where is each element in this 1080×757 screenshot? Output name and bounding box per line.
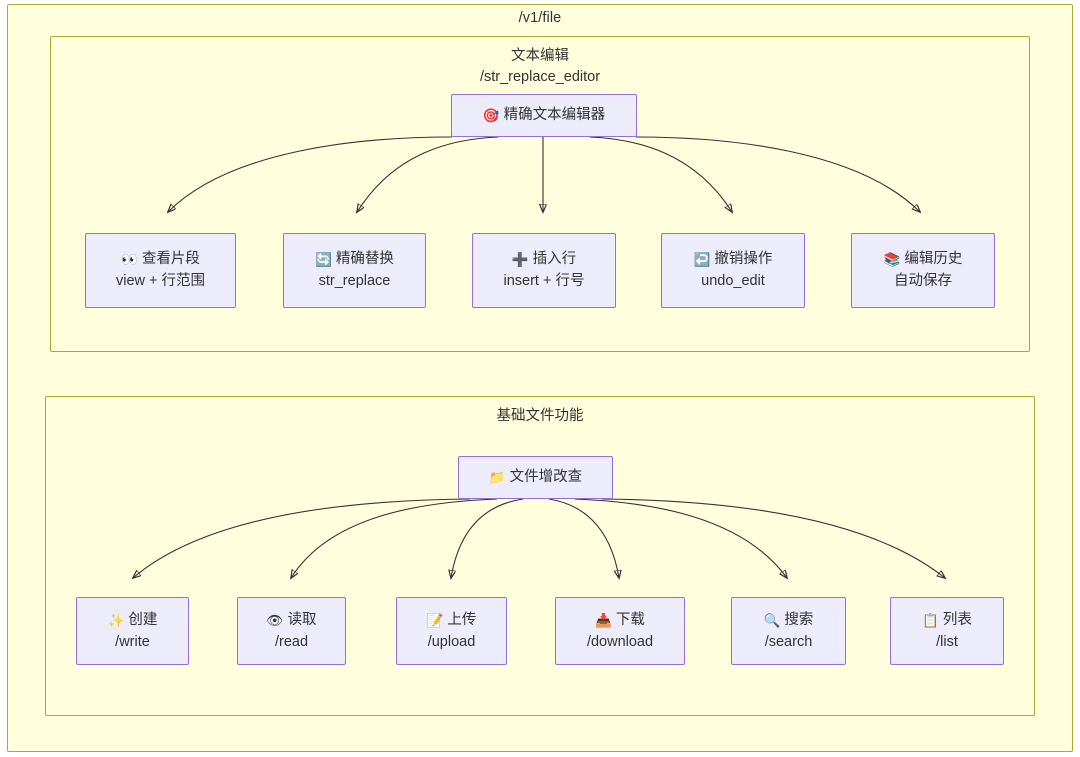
node-search[interactable]: 🔍搜索 /search <box>731 597 846 665</box>
node-upload[interactable]: 📝上传 /upload <box>396 597 507 665</box>
node-insert-line[interactable]: ➕插入行 insert + 行号 <box>472 233 616 308</box>
node-label: 文件增改查 <box>509 468 583 485</box>
plus-icon: ➕ <box>511 252 529 268</box>
node-label: 上传 <box>447 611 477 628</box>
magnifying-glass-icon: 🔍 <box>763 612 781 629</box>
node-label: 创建 <box>128 611 158 628</box>
outer-subgraph-title: /v1/file <box>518 10 562 26</box>
node-edit-history[interactable]: 📚编辑历史 自动保存 <box>851 233 995 308</box>
node-download[interactable]: 📥下载 /download <box>555 597 685 665</box>
node-label: 撤销操作 <box>714 251 773 267</box>
subgraph-basic-file: 基础文件功能 <box>45 396 1035 716</box>
node-sublabel: /upload <box>427 633 476 650</box>
node-label: 列表 <box>942 611 972 628</box>
node-list[interactable]: 📋列表 /list <box>890 597 1004 665</box>
node-sublabel: view + 行范围 <box>115 273 206 289</box>
node-sublabel: str_replace <box>318 273 391 289</box>
node-label: 查看片段 <box>141 251 200 267</box>
node-str-replace[interactable]: 🔄精确替换 str_replace <box>283 233 426 308</box>
eyes-icon: 👀 <box>121 252 138 268</box>
eye-icon: 👁 <box>266 612 284 629</box>
refresh-icon: 🔄 <box>315 252 332 268</box>
node-sublabel: undo_edit <box>701 273 765 289</box>
node-label: 编辑历史 <box>904 251 963 267</box>
node-label: 精确替换 <box>335 251 394 267</box>
node-label: 读取 <box>287 611 317 628</box>
clipboard-icon: 📋 <box>922 612 939 629</box>
node-label: 插入行 <box>532 251 577 267</box>
subgraph-text-editing-title-line1: 文本编辑 <box>511 48 569 64</box>
folder-icon: 📁 <box>488 469 506 486</box>
node-sublabel: /read <box>274 633 309 650</box>
node-sublabel: /download <box>586 633 654 650</box>
node-sublabel: insert + 行号 <box>503 273 585 289</box>
node-undo-edit[interactable]: ↩️撤销操作 undo_edit <box>661 233 805 308</box>
books-icon: 📚 <box>883 252 901 268</box>
node-view-segment[interactable]: 👀查看片段 view + 行范围 <box>85 233 236 308</box>
node-write[interactable]: ✨创建 /write <box>76 597 189 665</box>
node-sublabel: /search <box>764 633 813 650</box>
node-precise-text-editor[interactable]: 🎯精确文本编辑器 <box>451 94 637 137</box>
node-sublabel: /write <box>115 633 150 650</box>
node-sublabel: 自动保存 <box>894 273 952 289</box>
target-icon: 🎯 <box>482 107 500 124</box>
undo-arrow-icon: ↩️ <box>693 252 711 268</box>
node-label: 下载 <box>615 611 645 628</box>
node-read[interactable]: 👁读取 /read <box>237 597 346 665</box>
inbox-tray-icon: 📥 <box>595 612 612 629</box>
memo-icon: 📝 <box>426 612 444 629</box>
node-file-crud[interactable]: 📁文件增改查 <box>458 456 613 499</box>
node-label: 搜索 <box>784 611 814 628</box>
node-label: 精确文本编辑器 <box>503 106 606 123</box>
subgraph-basic-file-title-line1: 基础文件功能 <box>496 408 584 424</box>
node-sublabel: /list <box>936 633 958 650</box>
sparkles-icon: ✨ <box>107 612 125 629</box>
subgraph-text-editing-title-line2: /str_replace_editor <box>479 69 601 85</box>
